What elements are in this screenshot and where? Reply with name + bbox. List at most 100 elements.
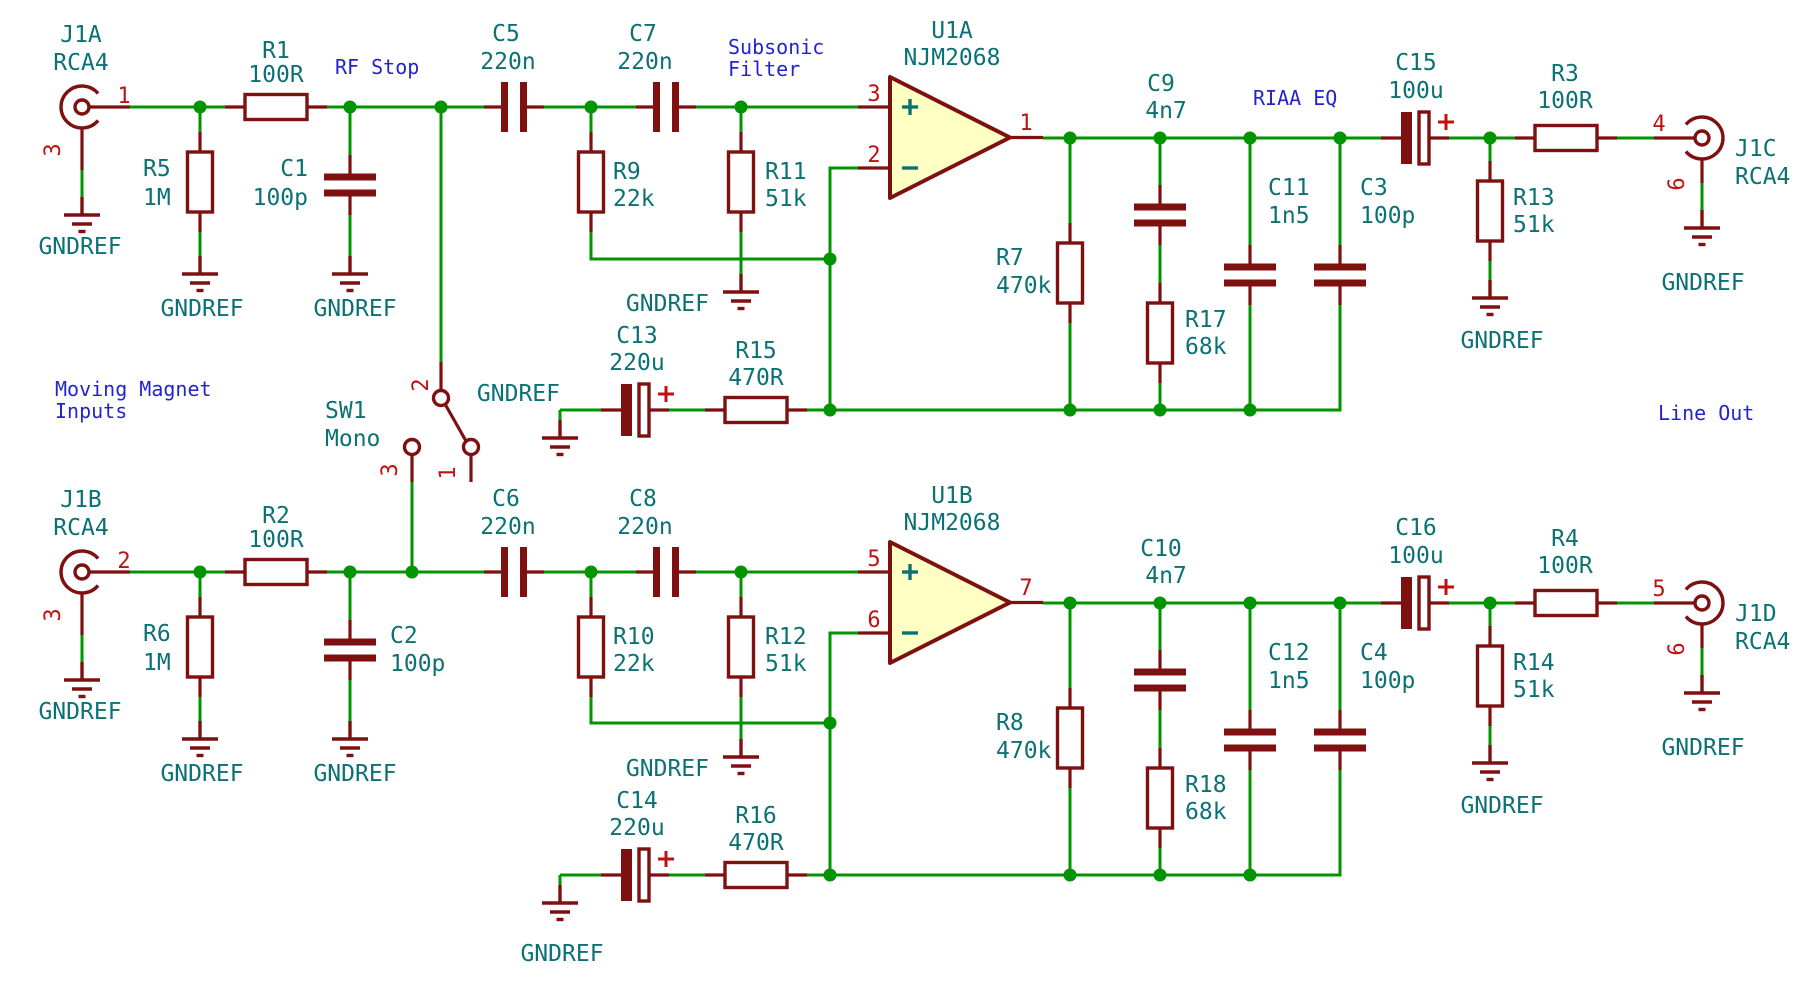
switch-arm[interactable] [443,403,468,442]
gnd-symbol[interactable] [540,418,580,457]
resistor-R2[interactable] [223,557,329,587]
wire[interactable] [828,166,858,410]
gnd-symbol[interactable] [540,883,580,922]
pin-number-SW1-2: 2 [409,378,434,391]
gnd-symbol[interactable] [721,737,761,776]
resistor-R3[interactable] [1513,123,1619,153]
gnd-symbol[interactable] [62,660,102,699]
gnd-symbol[interactable] [1470,278,1510,317]
resistor-R18[interactable] [1145,746,1175,850]
label-C13-ref: C13 [616,323,658,349]
resistor-R17[interactable] [1145,281,1175,385]
label-R2-ref: R2 [262,503,290,529]
pin-number-J1C-4: 4 [1652,112,1665,137]
resistor-R8[interactable] [1055,686,1085,790]
capacitor-C4[interactable] [1314,710,1366,770]
label-C12-value: 1n5 [1268,668,1310,694]
label-U1B-ref: U1B [931,483,973,509]
switch-contact[interactable] [461,437,481,457]
capacitor-C10[interactable] [1134,650,1186,710]
gnd-symbol[interactable] [330,719,370,758]
label-R16-value: 470R [728,830,784,856]
resistor-R13[interactable] [1475,159,1505,263]
opamp-U1B[interactable] [856,540,1045,665]
gnd-symbol[interactable] [721,272,761,311]
capacitor-polarized-C14[interactable] [599,847,676,903]
note-subsonic-line1: Subsonic [728,35,824,59]
resistor-R7[interactable] [1055,221,1085,325]
opamp-U1A[interactable] [856,75,1045,200]
resistor-R14[interactable] [1475,624,1505,728]
capacitor-C6[interactable] [484,547,544,597]
resistor-R16[interactable] [703,860,809,890]
gnd-label: GNDREF [1460,328,1543,354]
label-R9-ref: R9 [613,159,641,185]
switch-SW1[interactable] [402,362,481,482]
resistor-R6[interactable] [185,595,215,699]
label-C16-ref: C16 [1395,515,1437,541]
capacitor-C2[interactable] [324,620,376,680]
resistor-R12[interactable] [726,595,756,699]
pin-number-U1A-3: 3 [867,82,880,107]
resistor-R4[interactable] [1513,588,1619,618]
wire[interactable] [589,232,830,261]
capacitor-C5[interactable] [484,82,544,132]
capacitor-C11[interactable] [1224,245,1276,305]
switch-contact[interactable] [402,437,422,457]
label-C8-ref: C8 [629,486,657,512]
capacitor-polarized-C13[interactable] [599,382,676,438]
resistor-R5[interactable] [185,130,215,234]
gnd-symbol[interactable] [180,254,220,293]
label-R13-ref: R13 [1513,185,1555,211]
label-SW1-ref: SW1 [325,398,367,424]
capacitor-C1[interactable] [324,155,376,215]
wire-net[interactable] [80,105,1704,885]
resistor-R9[interactable] [576,130,606,234]
label-C14-ref: C14 [616,788,658,814]
note-inputs-line2: Inputs [55,399,127,423]
capacitor-C9[interactable] [1134,185,1186,245]
wire[interactable] [589,697,830,725]
capacitor-C7[interactable] [636,82,696,132]
gnd-symbol[interactable] [330,254,370,293]
wire[interactable] [807,305,1342,412]
wire[interactable] [807,770,1342,877]
capacitor-C3[interactable] [1314,245,1366,305]
label-R16-ref: R16 [735,803,777,829]
capacitor-C12[interactable] [1224,710,1276,770]
label-R14-value: 51k [1513,677,1555,703]
label-C8-value: 220n [617,514,672,540]
gnd-symbol[interactable] [180,719,220,758]
label-C9-value: 4n7 [1145,98,1187,124]
label-R11-ref: R11 [765,159,807,185]
capacitor-polarized-C16[interactable] [1379,575,1456,631]
label-C3-value: 100p [1360,203,1415,229]
gnd-label: GNDREF [313,296,396,322]
label-C10-value: 4n7 [1145,563,1187,589]
label-J1A-value: RCA4 [53,50,108,76]
label-C6-ref: C6 [492,486,520,512]
gnd-label: GNDREF [160,761,243,787]
gnd-symbol[interactable] [62,195,102,234]
pin-number-J1A-1: 1 [117,84,130,109]
resistor-R11[interactable] [726,130,756,234]
label-R15-value: 470R [728,365,784,391]
capacitor-C8[interactable] [636,547,696,597]
gnd-symbol[interactable] [1682,673,1722,712]
label-C13-value: 220u [609,350,664,376]
label-R11-value: 51k [765,186,807,212]
gnd-symbol[interactable] [1682,208,1722,247]
switch-contact[interactable] [431,388,451,408]
label-C12-ref: C12 [1268,640,1310,666]
resistor-R10[interactable] [576,595,606,699]
resistor-R1[interactable] [223,92,329,122]
capacitor-polarized-C15[interactable] [1379,110,1456,166]
label-U1A-value: NJM2068 [904,45,1001,71]
gnd-symbol[interactable] [1470,743,1510,782]
wire[interactable] [828,631,858,875]
label-C15-value: 100u [1388,78,1443,104]
pin-number-J1A-3: 3 [41,143,66,156]
label-R4-ref: R4 [1551,526,1579,552]
resistor-R15[interactable] [703,395,809,425]
